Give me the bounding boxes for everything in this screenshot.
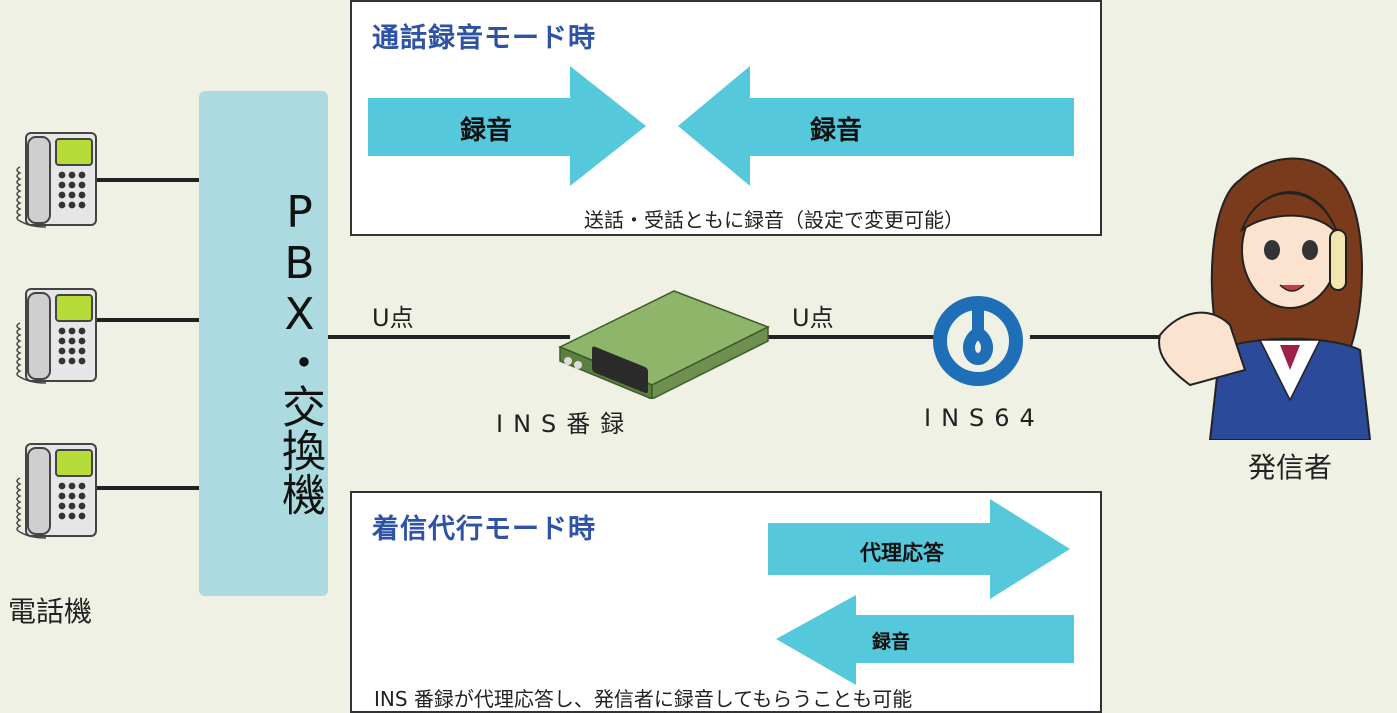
arrow-left-icon bbox=[678, 66, 1074, 186]
network-name: INS64 bbox=[924, 404, 1045, 432]
record-arrow-left-label: 録音 bbox=[460, 116, 513, 146]
answer-mode-panel: 着信代行モード時 代理応答 録音 INS 番録が代理応答し、発信者に録音してもら… bbox=[350, 491, 1102, 713]
caller-illustration-icon bbox=[1158, 157, 1372, 440]
telephone-icon bbox=[16, 443, 97, 539]
caller-label: 発信者 bbox=[1248, 451, 1333, 484]
arrow-in-icon bbox=[776, 595, 1074, 685]
record-arrow-right-label: 録音 bbox=[810, 116, 863, 146]
answer-mode-note: INS 番録が代理応答し、発信者に録音してもらうことも可能 bbox=[374, 687, 913, 711]
device-name: INS番録 bbox=[496, 410, 635, 438]
phones-caption: 電話機 bbox=[8, 595, 93, 628]
answer-mode-arrows bbox=[768, 499, 1074, 685]
answer-arrow-in-label: 録音 bbox=[872, 631, 911, 653]
answer-arrow-out-label: 代理応答 bbox=[860, 541, 944, 565]
record-mode-panel: 通話録音モード時 録音 録音 送話・受話ともに録音（設定で変更可能） bbox=[350, 0, 1102, 236]
pbx-block: PBX・交換機 bbox=[199, 91, 328, 596]
answer-mode-title: 着信代行モード時 bbox=[372, 514, 596, 545]
telephone-icon bbox=[16, 132, 97, 228]
telephone-icon bbox=[16, 288, 97, 384]
record-mode-note: 送話・受話ともに録音（設定で変更可能） bbox=[584, 208, 964, 232]
record-mode-arrows bbox=[368, 66, 1074, 186]
record-mode-title: 通話録音モード時 bbox=[372, 23, 596, 54]
arrow-right-icon bbox=[368, 66, 646, 186]
ins-recorder-device-icon bbox=[558, 290, 770, 399]
ntt-logo-icon bbox=[933, 296, 1023, 386]
u-point-right-label: U点 bbox=[792, 304, 834, 332]
pbx-label: PBX・交換機 bbox=[274, 186, 325, 516]
arrow-out-icon bbox=[768, 499, 1070, 599]
u-point-left-label: U点 bbox=[372, 304, 414, 332]
